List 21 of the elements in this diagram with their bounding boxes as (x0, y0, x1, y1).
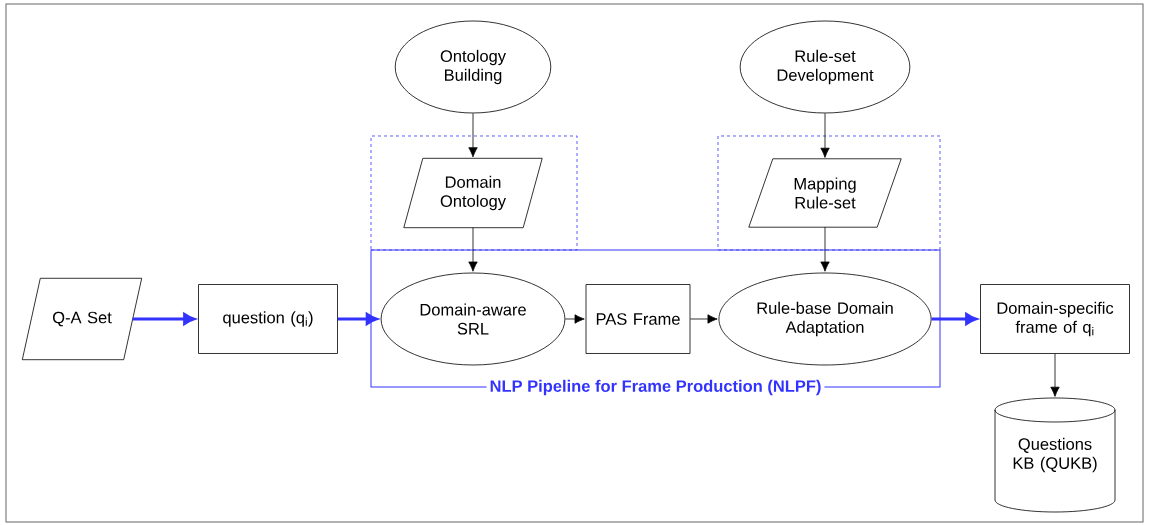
arrow (468, 113, 478, 158)
data-parallelogram: Mapping Rule-set (748, 158, 902, 228)
arrow (337, 313, 378, 325)
frame-title: NLP Pipeline for Frame Production (NLPF) (486, 376, 825, 399)
data-parallelogram: Q-A Set (21, 277, 143, 361)
dashed-frame (717, 135, 941, 251)
database-cylinder: Questions KB (QUKB) (994, 397, 1116, 513)
arrow (820, 226, 830, 272)
process-box: PAS Frame (585, 284, 691, 354)
arrow (820, 113, 830, 158)
arrow (564, 314, 585, 324)
pipeline-frame (370, 249, 941, 399)
process-box: Domain-specific frame of q$_{i}$ (980, 284, 1130, 354)
arrow (132, 313, 195, 325)
arrow (1050, 353, 1060, 397)
process-box: question (q$_{i}$) (198, 284, 338, 354)
arrow (468, 227, 478, 272)
node-label: Questions KB (QUKB) (1013, 437, 1097, 473)
arrow (931, 313, 977, 325)
arrow (690, 314, 718, 324)
data-parallelogram: Domain Ontology (403, 157, 543, 229)
